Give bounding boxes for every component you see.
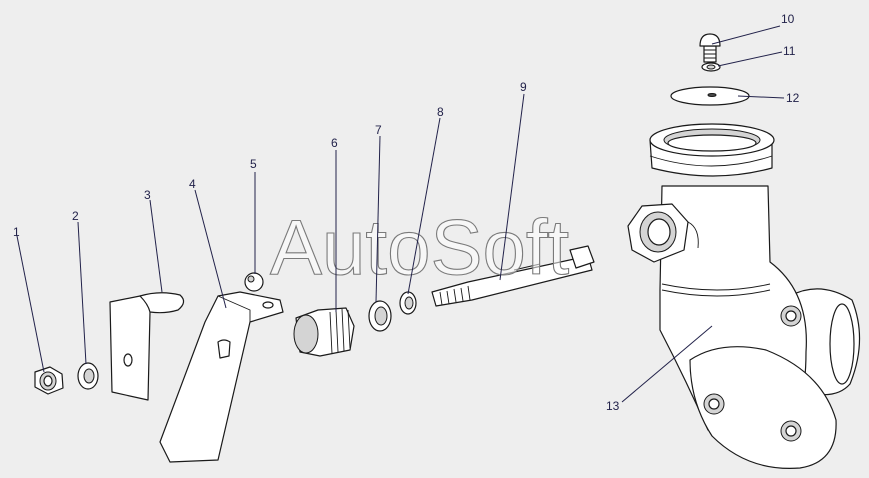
part-2-washer [77, 362, 99, 390]
callout-3: 3 [144, 188, 151, 202]
part-11-washer [701, 62, 721, 72]
callout-8: 8 [437, 105, 444, 119]
part-13-elbow-housing [627, 123, 861, 469]
callout-11: 11 [783, 44, 796, 58]
part-7-washer [368, 300, 392, 332]
callout-6: 6 [331, 136, 338, 150]
part-12-disc [670, 86, 750, 106]
part-5-ball [244, 272, 264, 292]
callout-12: 12 [786, 91, 800, 105]
part-9-long-bolt [431, 245, 595, 307]
leader-lines [16, 25, 785, 403]
part-3-bent-plate [109, 292, 185, 401]
callout-9: 9 [520, 80, 527, 94]
callout-5: 5 [250, 157, 257, 171]
part-6-threaded-plug [293, 307, 355, 357]
callout-4: 4 [189, 177, 196, 191]
part-4-bracket [159, 291, 284, 463]
callout-labels: 1 2 3 4 5 6 7 8 9 10 11 12 13 [13, 12, 800, 413]
callout-1: 1 [13, 225, 20, 239]
part-10-screw [699, 33, 721, 63]
callout-2: 2 [72, 209, 79, 223]
part-8-washer [399, 291, 417, 315]
part-1-hex-nut [34, 366, 64, 395]
callout-13: 13 [606, 399, 620, 413]
callout-10: 10 [781, 12, 795, 26]
callout-7: 7 [375, 123, 382, 137]
watermark: AutoSoft [270, 203, 570, 291]
